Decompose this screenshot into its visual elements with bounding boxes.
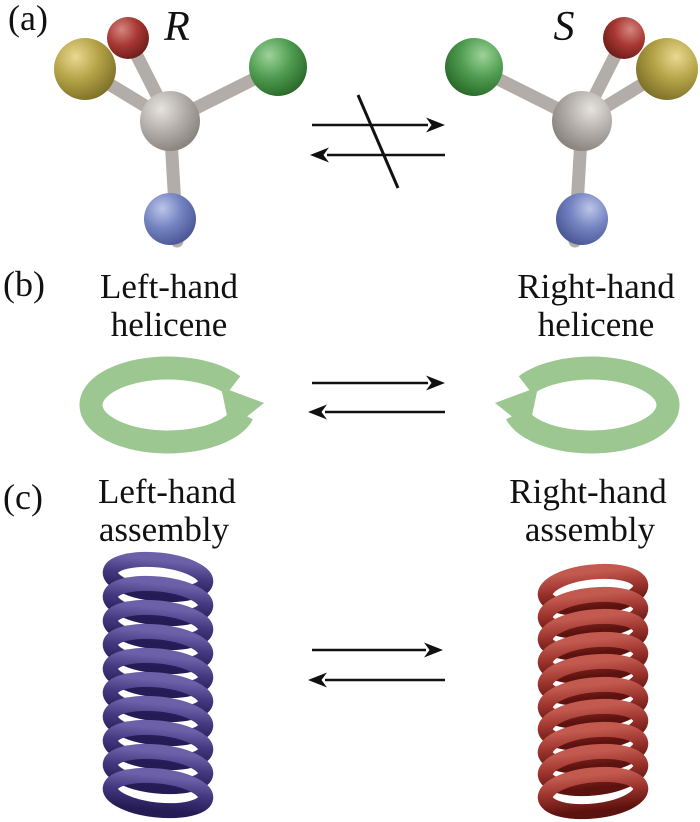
left-helicene-label-line2: helicene <box>111 305 228 344</box>
right-helicene-label-line1: Right-hand <box>517 267 675 306</box>
crossed-equilibrium-arrows-icon <box>310 94 445 189</box>
panel-c-tag: (c) <box>3 477 43 517</box>
not-allowed-slash <box>356 94 400 189</box>
left-helicene-label-line1: Left-hand <box>100 267 238 306</box>
right-helicene-label-line2: helicene <box>538 305 655 344</box>
molecule-s-icon <box>445 17 698 245</box>
panel-a-tag: (a) <box>8 0 48 38</box>
right-spring-icon <box>537 563 649 820</box>
right-assembly-label-line1: Right-hand <box>509 472 667 511</box>
left-assembly-label-line1: Left-hand <box>98 472 236 511</box>
panel-c: (c) Left-hand assembly Right-hand assemb… <box>3 472 667 820</box>
panel-b: (b) Left-hand helicene Right-hand helice… <box>3 264 675 442</box>
right-assembly-label-line2: assembly <box>525 510 656 549</box>
molecule-r-label: R <box>163 4 190 50</box>
left-helicene-icon <box>91 368 264 442</box>
panel-b-tag: (b) <box>3 264 45 304</box>
panel-a: (a) R S <box>8 0 698 245</box>
equilibrium-arrows-b-icon <box>308 375 445 420</box>
molecule-r-icon <box>54 17 307 245</box>
left-spring-icon <box>102 551 214 819</box>
right-helicene-icon <box>495 368 668 442</box>
left-assembly-label-line2: assembly <box>99 510 230 549</box>
molecule-s-label: S <box>554 4 575 50</box>
equilibrium-arrows-c-icon <box>308 642 445 688</box>
